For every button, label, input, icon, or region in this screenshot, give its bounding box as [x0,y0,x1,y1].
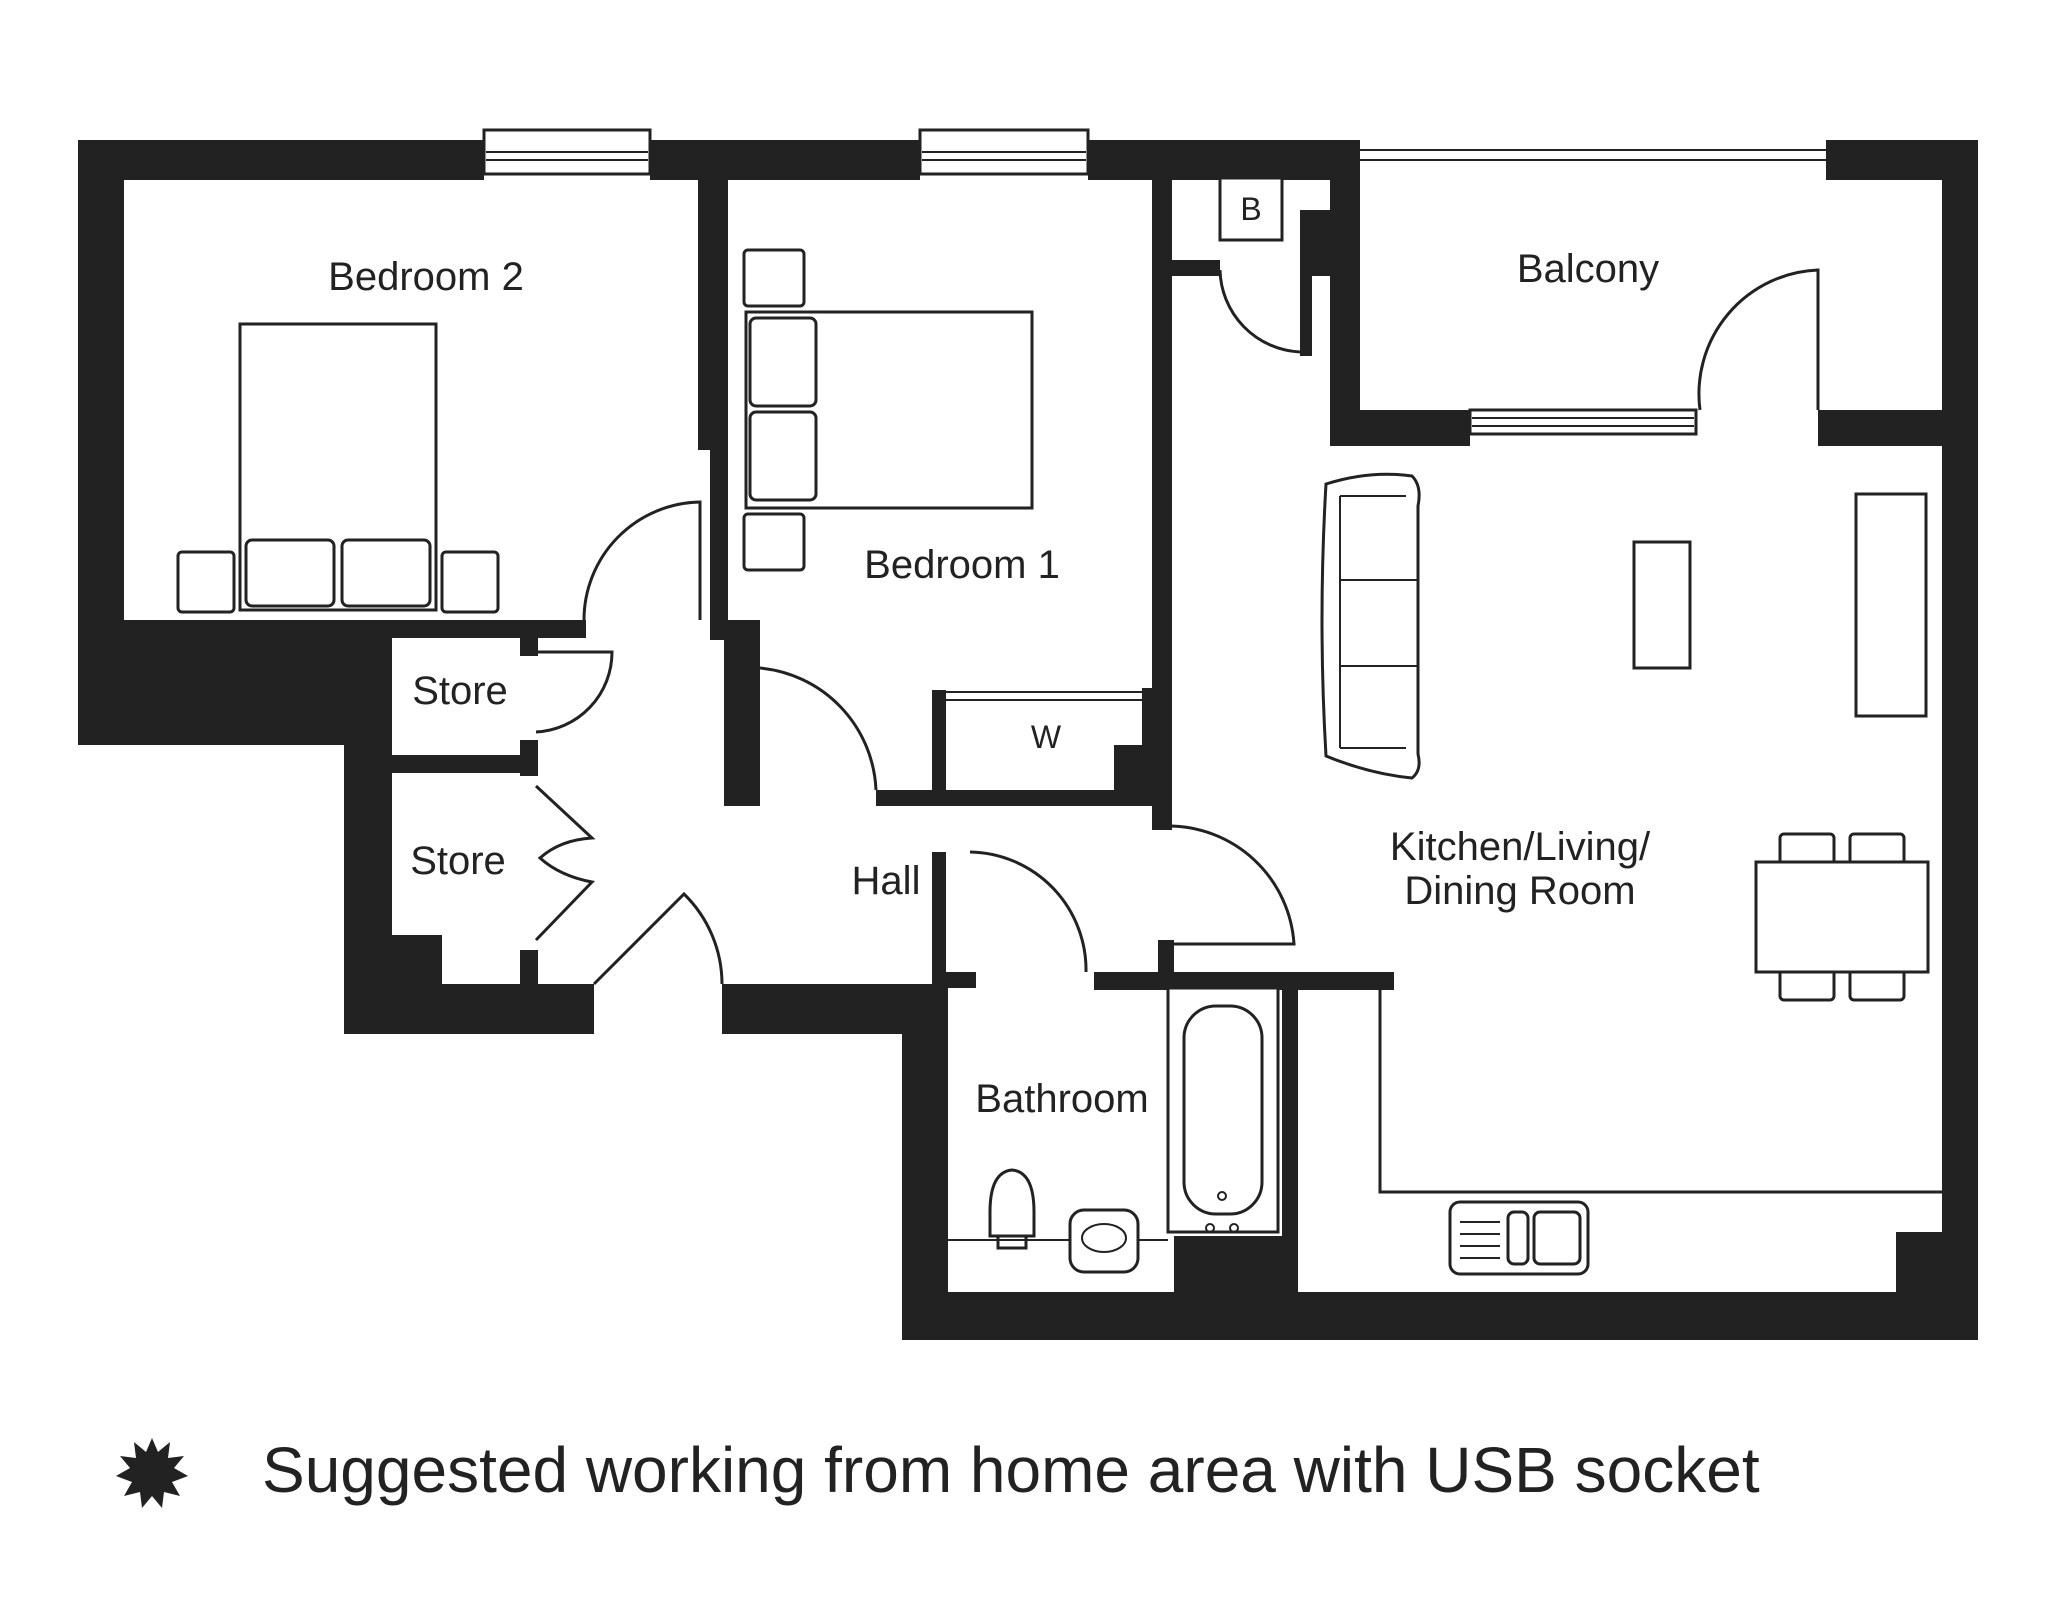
basin [1068,1208,1140,1274]
tv-unit [1854,492,1928,718]
chair [1778,968,1836,1002]
coffee-table [1632,540,1692,670]
label-bedroom-1: Bedroom 1 [864,543,1060,587]
label-bathroom: Bathroom [975,1077,1148,1121]
label-wardrobe: W [1031,719,1062,755]
label-store-upper: Store [412,669,508,713]
label-store-lower: Store [410,839,506,883]
star-burst-icon [116,1438,188,1508]
bedside-table [742,248,806,308]
room-labels: Bedroom 2 Bedroom 1 Store Store Hall Bat… [328,191,1659,1121]
dining-table [1754,860,1930,974]
toilet [988,1168,1036,1238]
sofa [1320,472,1421,780]
legend: Suggested working from home area with US… [116,1434,1760,1508]
label-bedroom-2: Bedroom 2 [328,255,524,299]
chair [1848,832,1906,866]
bedside-table [440,550,500,614]
label-kitchen-line2: Dining Room [1404,869,1635,913]
chair [1848,968,1906,1002]
bedside-table [742,512,806,572]
walls [78,140,1978,1340]
windows [482,128,1826,436]
doors [534,268,1820,986]
boiler-cupboard [1218,176,1284,242]
label-boiler: B [1240,191,1261,227]
furniture [176,176,1942,1276]
legend-text: Suggested working from home area with US… [262,1434,1760,1506]
chair [1778,832,1836,866]
label-balcony: Balcony [1517,247,1659,291]
bedside-table [176,550,236,614]
label-kitchen-line1: Kitchen/Living/ [1390,825,1651,869]
label-hall: Hall [852,859,921,903]
